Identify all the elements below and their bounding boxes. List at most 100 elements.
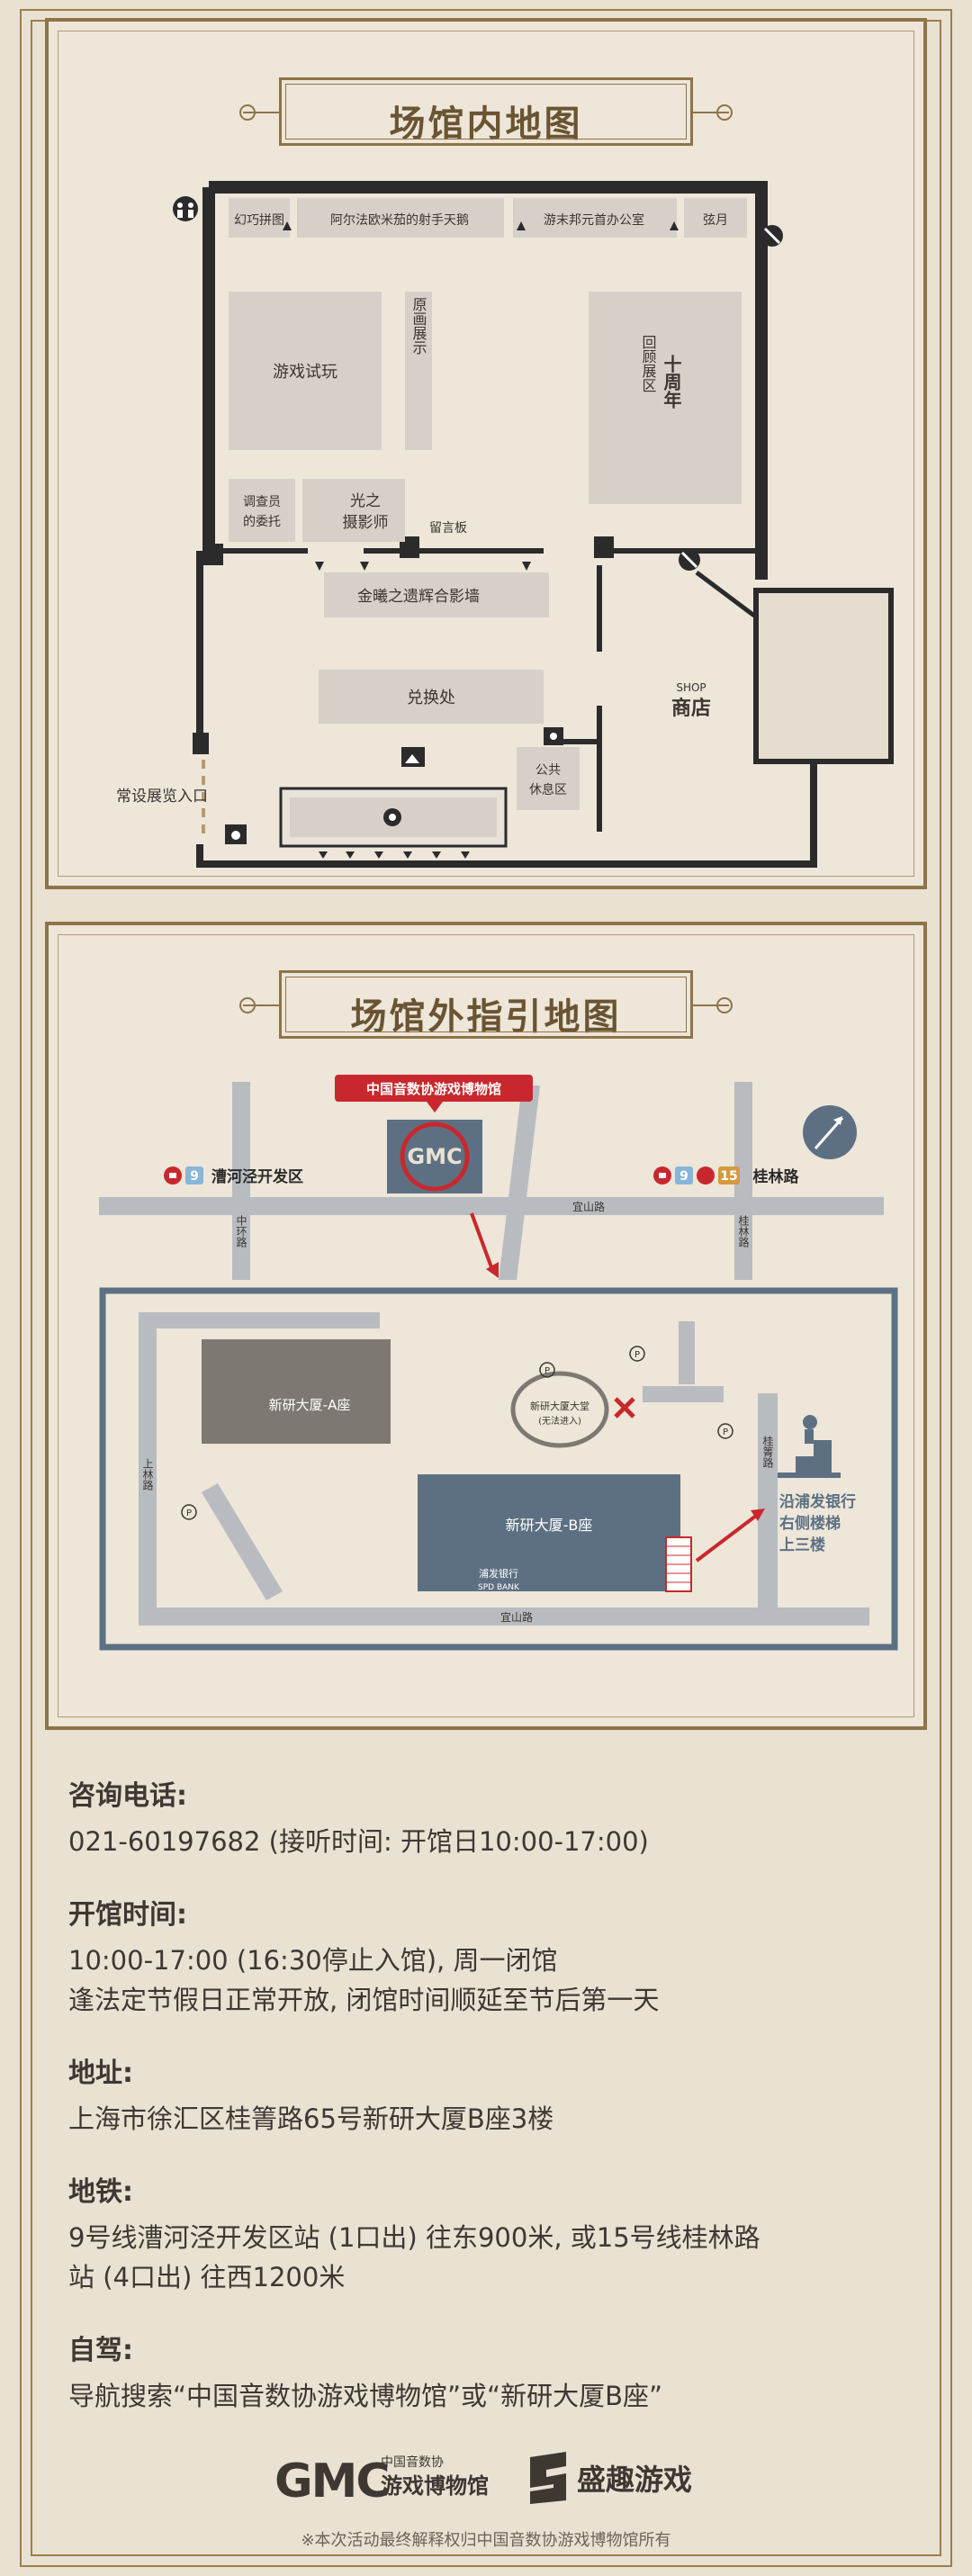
floor-plan-outer-wall: [209, 181, 768, 580]
no-photo-icon: [679, 549, 700, 571]
outdoor-map-panel-inner: [58, 934, 914, 1717]
road-guijing: [758, 1393, 778, 1626]
guide-arrow: [695, 1514, 758, 1563]
museum-marker-circle: [400, 1121, 470, 1192]
outer-frame: [20, 9, 952, 2567]
building-a-label: 新研大厦-A座: [269, 1397, 351, 1413]
room-diaochayuan: [229, 479, 295, 542]
lobby-label-2: (无法进入): [538, 1415, 581, 1427]
metro-line-1: 9号线漕河泾开发区站 (1口出) 往东900米, 或15号线桂林路: [68, 2222, 760, 2253]
guide-line-1: 沿浦发银行: [779, 1492, 856, 1511]
copyright: ※本次活动最终解释权归中国音数协游戏博物馆所有: [301, 2531, 671, 2550]
museum-arrow-head: [486, 1262, 499, 1278]
road-top-inner: [139, 1312, 380, 1329]
gmc-logo-sub: 游戏博物馆: [381, 2473, 489, 2499]
metro-line15-label: 15: [720, 1169, 737, 1184]
building-connector: [695, 571, 756, 617]
shengqu-logo-text: 盛趣游戏: [577, 2463, 692, 2497]
shengqu-logo: 盛趣游戏: [530, 2452, 692, 2504]
parking-icon-2: P: [629, 1346, 645, 1362]
room-trial: [229, 292, 382, 450]
ornament-left: [239, 104, 279, 121]
museum-label-pointer: [427, 1102, 443, 1112]
lobby-label-1: 新研大厦大堂: [530, 1400, 590, 1412]
room-jinxi-label: 金曦之遗辉合影墙: [357, 588, 480, 606]
building-b: [418, 1474, 680, 1591]
entrance-label: 常设展览入口: [116, 788, 208, 806]
museum-label: 中国音数协游戏博物馆: [366, 1081, 501, 1097]
wall-pillar: [193, 733, 209, 754]
coffee-icon: [225, 824, 247, 844]
outdoor-map-title-box: 场馆外指引地图: [279, 970, 693, 1039]
spdb-cn-label: 浦发银行: [479, 1567, 518, 1580]
parking-icon-4: P: [181, 1504, 197, 1520]
indoor-map-title-wrap: 场馆内地图: [239, 67, 733, 157]
shop-cn-label: 商店: [671, 697, 711, 720]
room-guzhan: [589, 292, 742, 504]
climbing-person-icon: [778, 1415, 841, 1478]
info-hours: 开馆时间: 10:00-17:00 (16:30停止入馆), 周一闭馆 逢法定节…: [68, 1892, 914, 2020]
room-shizhou-label: 十周年: [661, 355, 682, 410]
room-huanqiao-label: 幻巧拼图: [234, 213, 284, 228]
metro-line9b-label: 9: [680, 1169, 688, 1184]
gmc-logo-main: GMC: [274, 2454, 389, 2508]
site-boundary: [99, 1287, 898, 1651]
road-guilin-vertical: [734, 1082, 752, 1280]
road-shanglin-label: 上林路: [141, 1458, 154, 1491]
parking-icon: P: [539, 1362, 555, 1378]
room-diaochayuan-label-2: 的委托: [243, 515, 281, 529]
footer-logos: GMC 中国音数协 游戏博物馆 盛趣游戏: [0, 2445, 972, 2508]
metro-guilin-label: 桂林路: [752, 1167, 800, 1186]
wall-pillar: [594, 536, 614, 558]
parking-icon-3: P: [717, 1423, 734, 1439]
room-aerfa-label: 阿尔法欧米茄的射手天鹅: [330, 212, 469, 228]
metro-caohejing-label: 漕河泾开发区: [212, 1167, 303, 1186]
road-diagonal-inner: [202, 1483, 283, 1600]
building-a: [202, 1339, 391, 1444]
address-label: 地址:: [68, 2058, 133, 2089]
stairs-steps: [666, 1545, 691, 1583]
no-entry-x-icon: [614, 1397, 635, 1419]
info-phone: 咨询电话: 021-60197682 (接听时间: 开馆日10:00-17:00…: [68, 1773, 914, 1861]
guide-line-2: 右侧楼梯: [779, 1514, 841, 1533]
room-trial-label: 游戏试玩: [273, 363, 338, 382]
room-yuanhua: [405, 292, 432, 450]
indoor-map-title-box: 场馆内地图: [279, 77, 693, 146]
building-b-label: 新研大厦-B座: [506, 1517, 593, 1534]
room-youmo: [513, 198, 677, 238]
metro-label: 地铁:: [68, 2176, 133, 2208]
indoor-map-panel-inner: [58, 31, 914, 877]
svg-text:P: P: [544, 1366, 550, 1376]
info-metro: 地铁: 9号线漕河泾开发区站 (1口出) 往东900米, 或15号线桂林路 站 …: [68, 2169, 914, 2297]
shop-en-label: SHOP: [676, 681, 706, 694]
shengqu-mark-icon: [530, 2452, 566, 2504]
room-diaochayuan-label-1: 调查员: [243, 495, 281, 509]
outdoor-map-title-wrap: 场馆外指引地图: [239, 959, 733, 1049]
road-yishan-top-label: 宜山路: [572, 1200, 605, 1213]
camera-marker-row: [283, 221, 679, 859]
lobby: [510, 1371, 609, 1448]
museum-label-box: [335, 1075, 533, 1102]
road-small-2: [643, 1386, 724, 1402]
svg-text:P: P: [634, 1350, 640, 1360]
guide-line-3: 上三楼: [779, 1536, 825, 1554]
guide-arrow-head: [751, 1509, 765, 1521]
phone-label: 咨询电话:: [68, 1780, 187, 1812]
metro-caohejing: 9 漕河泾开发区: [164, 1166, 303, 1186]
room-jinxi: [324, 572, 549, 617]
hours-label: 开馆时间:: [68, 1899, 187, 1931]
room-huanqiao: [229, 198, 290, 238]
gmc-logo: GMC 中国音数协 游戏博物馆: [274, 2454, 489, 2508]
ornament-right: [693, 104, 733, 121]
room-guangzhi: [302, 479, 405, 542]
room-duihuan-label: 兑换处: [407, 689, 455, 707]
road-small-1: [679, 1321, 695, 1384]
coffee-icon-rest: [544, 727, 563, 745]
room-guangzhi-label-2: 摄影师: [343, 514, 389, 532]
room-xianyue-label: 弦月: [703, 213, 728, 228]
compass-icon: [803, 1105, 857, 1159]
room-xianyue: [684, 198, 747, 238]
outdoor-guide-map: 宜山路 中环路 桂林路 9 漕河泾开发区 9 15 桂林路 GMC 中国音数协游…: [99, 1075, 898, 1651]
gmc-logo-small: 中国音数协: [381, 2454, 444, 2470]
road-diagonal: [499, 1085, 540, 1280]
